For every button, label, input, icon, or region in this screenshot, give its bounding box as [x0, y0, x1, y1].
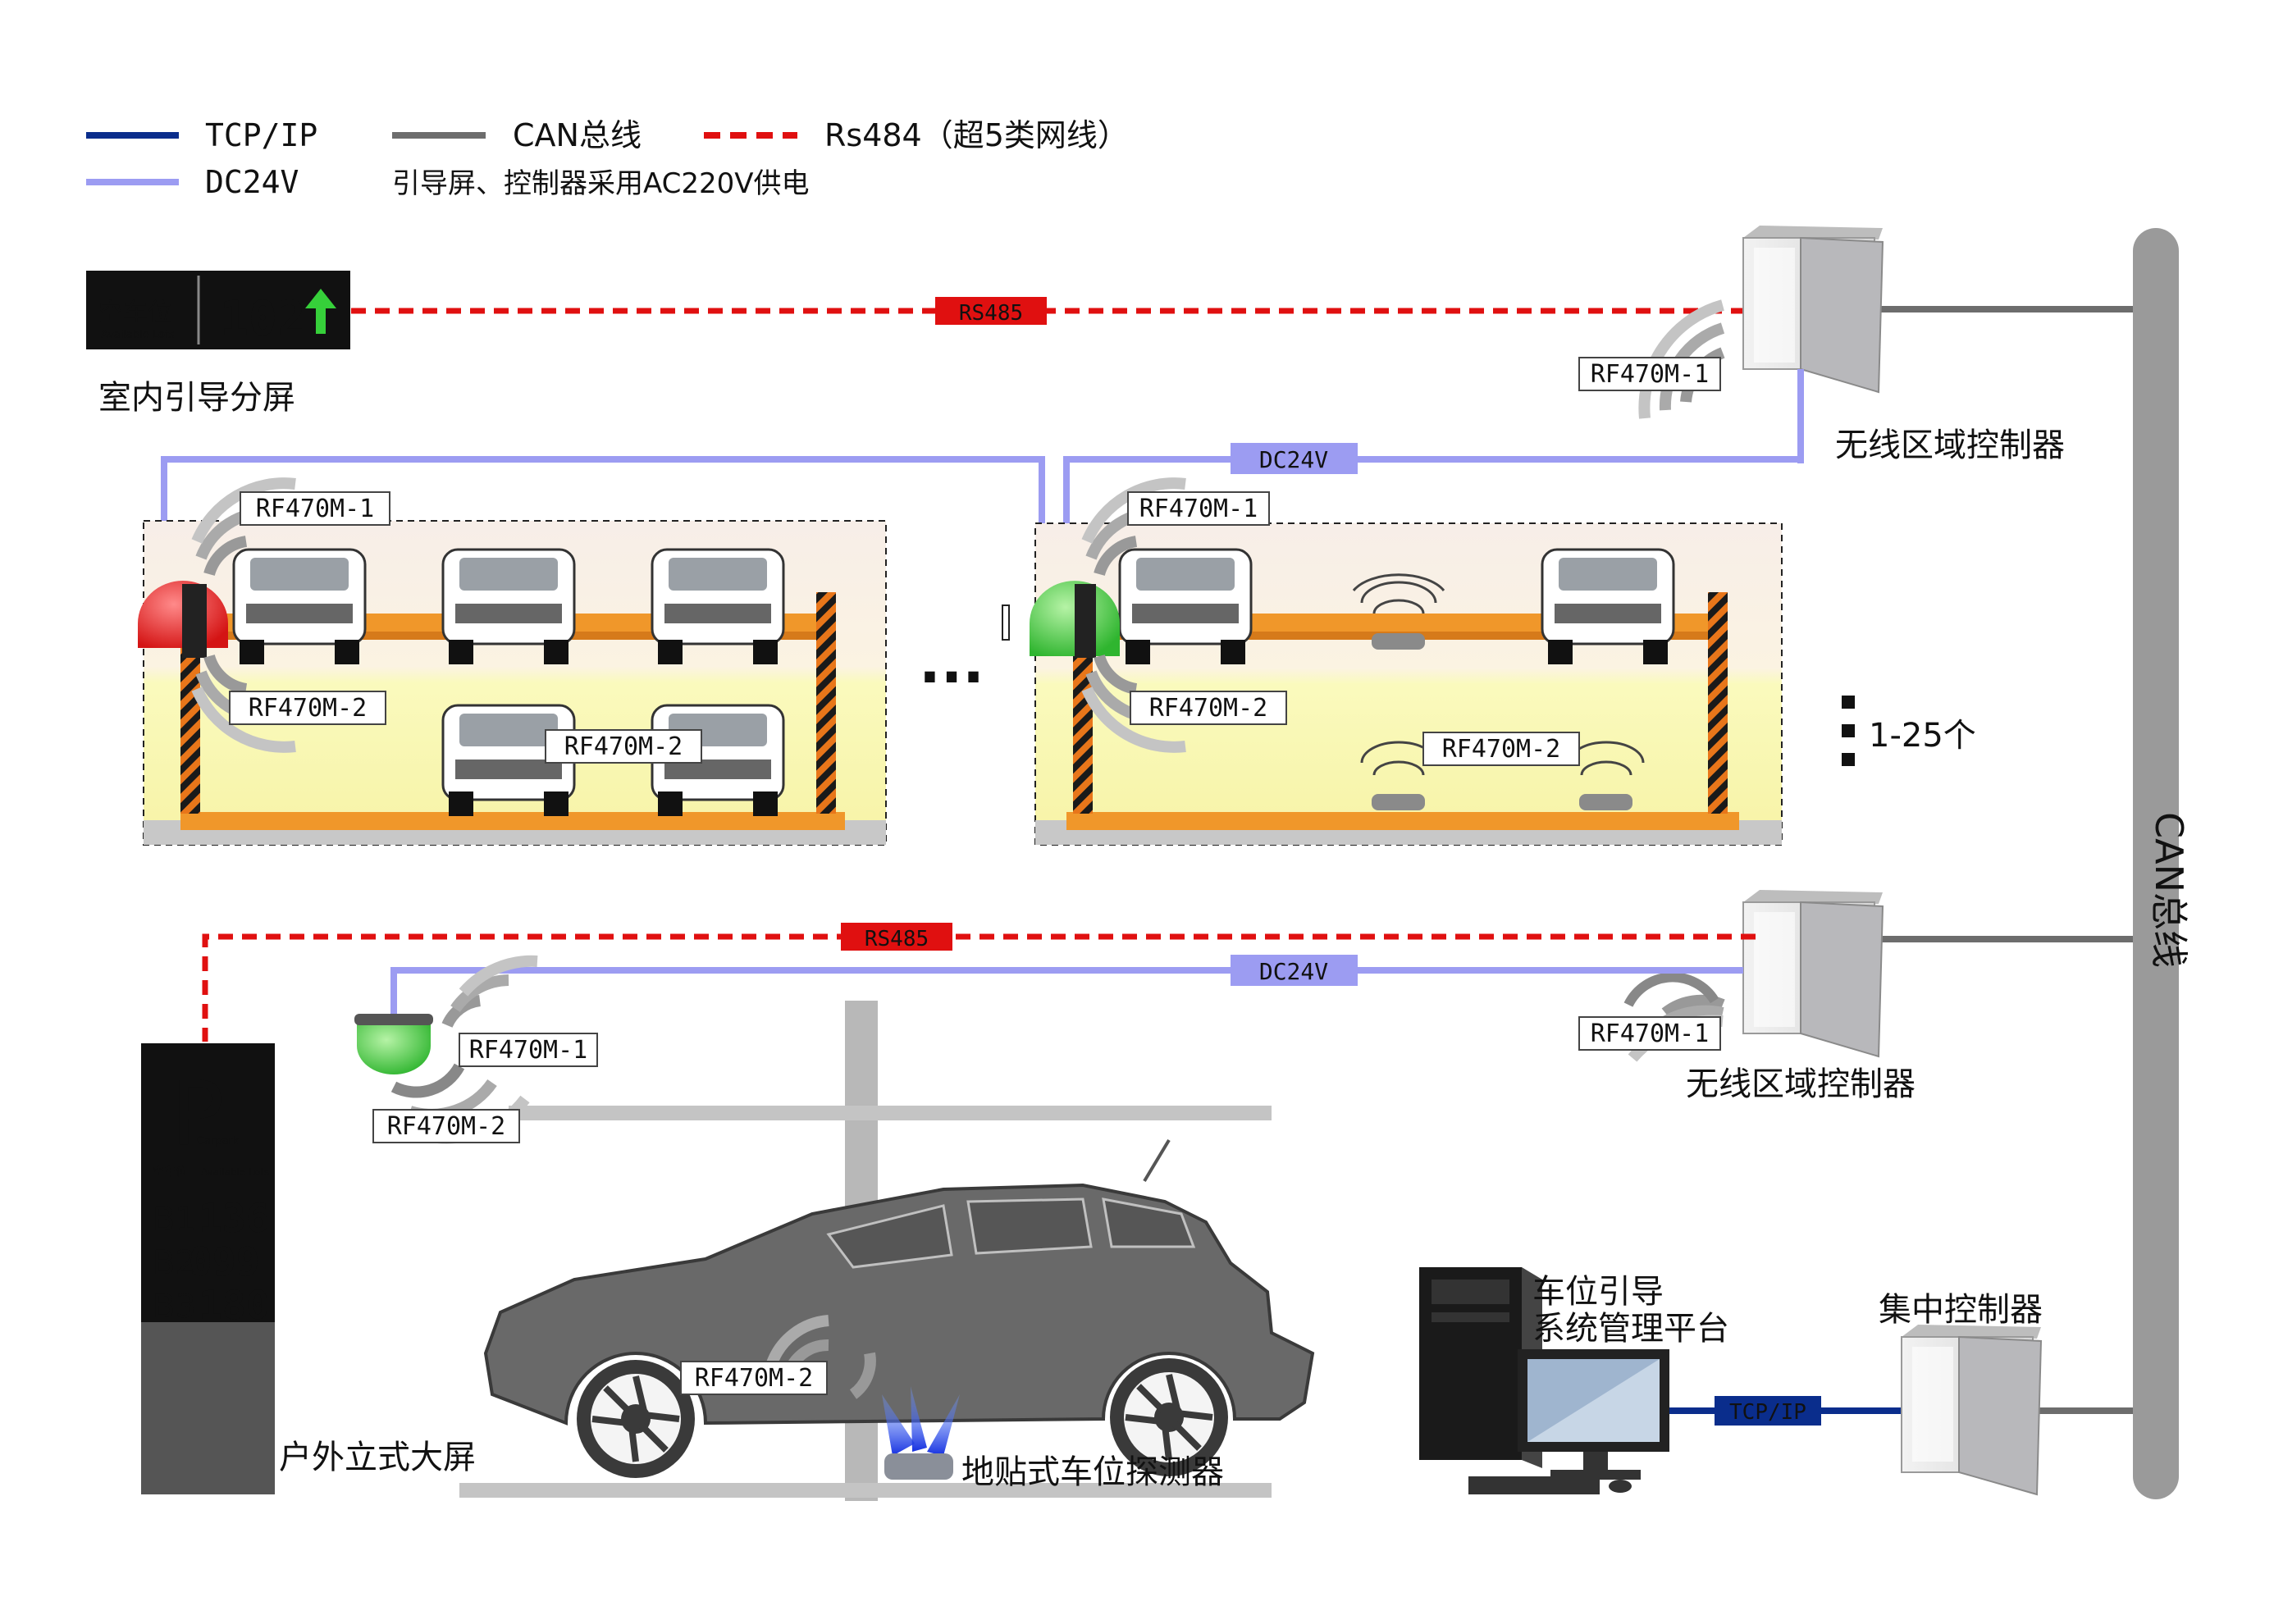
parking-scene-left: RF470M-1 RF470M-2 RF470M-2 [138, 477, 887, 846]
rf470m-1-label: RF470M-1 [1591, 1020, 1710, 1048]
rs485-line-top: RS485 [351, 297, 1751, 326]
rs485-label-top: RS485 [959, 301, 1023, 326]
keyboard-icon [1468, 1476, 1600, 1494]
carpark-label: Carpark [197, 1135, 240, 1147]
wheel-icon [577, 1360, 695, 1478]
central-controller-caption: 集中控制器 [1879, 1291, 2043, 1329]
wireless-controller-bottom: RF470M-1 无线区域控制器 [1578, 890, 1916, 1103]
rf470m-2-label: RF470M-2 [249, 694, 368, 723]
indoor-screen-count: 102 [220, 290, 306, 346]
rf470m-1-label: RF470M-1 [256, 495, 375, 523]
central-controller: 集中控制器 [1879, 1291, 2043, 1496]
car-icon [651, 548, 785, 664]
rf470m-2-label: RF470M-2 [1149, 694, 1268, 723]
rf470m-1-label: RF470M-1 [469, 1036, 588, 1065]
floor-detector-icon [1352, 573, 1445, 650]
tcp-ip-line: TCP/IP [1669, 1396, 1907, 1426]
mouse-icon [1609, 1480, 1632, 1493]
carpark-p-icon: P [171, 1063, 224, 1166]
legend-rs484: Rs484（超5类网线） [824, 117, 1129, 153]
tcp-ip-label: TCP/IP [1729, 1400, 1806, 1425]
outdoor-vertical-screen: P Carpark 空车位 Available Lots B1 136 B2 0… [141, 1043, 476, 1494]
rf470m-2-label: RF470M-2 [564, 732, 683, 761]
car-icon [1118, 548, 1253, 664]
management-pc: 车位引导 系统管理平台 [1419, 1267, 1729, 1494]
garage-scene: RF470M-1 RF470M-2 RF470M-2 [354, 955, 1315, 1501]
dc24v-line-bottom: DC24V [390, 955, 1743, 1015]
rf470m-2-label: RF470M-2 [695, 1364, 814, 1393]
legend-tcp-ip: TCP/IP [205, 117, 317, 153]
rf470m-2-label: RF470M-2 [387, 1112, 506, 1141]
floor-detector-icon [882, 1386, 960, 1480]
legend-power-note: 引导屏、控制器采用AC220V供电 [392, 167, 810, 200]
car-icon [441, 548, 576, 664]
outdoor-screen-caption: 户外立式大屏 [279, 1439, 476, 1476]
rs485-line-bottom: RS485 [202, 923, 1756, 1042]
indoor-screen-label-cn: 空车位 [98, 299, 172, 327]
level-label: B1 [153, 1201, 196, 1239]
signal-waves-icon [1081, 477, 1186, 753]
wireless-controller-top-caption: 无线区域控制器 [1835, 427, 2065, 464]
monitor-icon [1518, 1349, 1669, 1480]
level-count: 136 [199, 1196, 270, 1242]
can-bus-label: CAN总线 [2147, 812, 2191, 968]
platform-caption-line2: 系统管理平台 [1532, 1310, 1729, 1348]
count-note: 1-25个 [1869, 717, 1976, 755]
floor-detector-caption: 地贴式车位探测器 [961, 1453, 1224, 1491]
legend-can: CAN总线 [513, 117, 642, 153]
ceiling-detector-icon [357, 1021, 431, 1074]
level-label: B3 [153, 1288, 196, 1325]
rf470m-1-label: RF470M-1 [1139, 495, 1258, 523]
outdoor-avail-cn: 空车位 [153, 1165, 187, 1179]
can-bus-rail [2133, 228, 2179, 1499]
car-icon [232, 548, 367, 664]
indoor-screen-caption: 室内引导分屏 [98, 379, 295, 417]
dc24v-label-bottom: DC24V [1259, 958, 1328, 985]
wheel-icon [1110, 1358, 1228, 1476]
parking-scene-right: RF470M-1 RF470M-2 RF470M-2 [1030, 477, 1783, 846]
indoor-screen-label-en: Available Lots [101, 329, 175, 341]
legend-dc24v: DC24V [205, 164, 299, 200]
platform-caption-line1: 车位引导 [1532, 1273, 1664, 1311]
wireless-controller-top: RF470M-1 无线区域控制器 [1578, 226, 2065, 464]
car-icon [1541, 548, 1675, 664]
car-icon [441, 704, 576, 816]
rf470m-1-label: RF470M-1 [1591, 360, 1710, 389]
outdoor-avail-en: Available Lots [201, 1166, 269, 1178]
controller-count-note: 1-25个 [1842, 696, 1976, 766]
rf470m-2-label: RF470M-2 [1442, 735, 1561, 764]
indoor-screen-housing [86, 271, 350, 349]
arrow-up-icon [305, 289, 336, 334]
more-scenes-ellipsis: ··· [919, 644, 984, 711]
dc24v-label-top: DC24V [1259, 446, 1328, 473]
rs485-label-bottom: RS485 [865, 927, 929, 951]
indoor-guidance-screen: 空车位 Available Lots 102 室内引导分屏 [86, 271, 350, 417]
legend: TCP/IP CAN总线 Rs484（超5类网线） DC24V 引导屏、控制器采… [86, 117, 1129, 200]
level-label: B2 [153, 1244, 196, 1282]
wireless-controller-bottom-caption: 无线区域控制器 [1686, 1065, 1916, 1103]
level-count: 099 [189, 1239, 260, 1285]
level-count: 180 [199, 1283, 270, 1329]
